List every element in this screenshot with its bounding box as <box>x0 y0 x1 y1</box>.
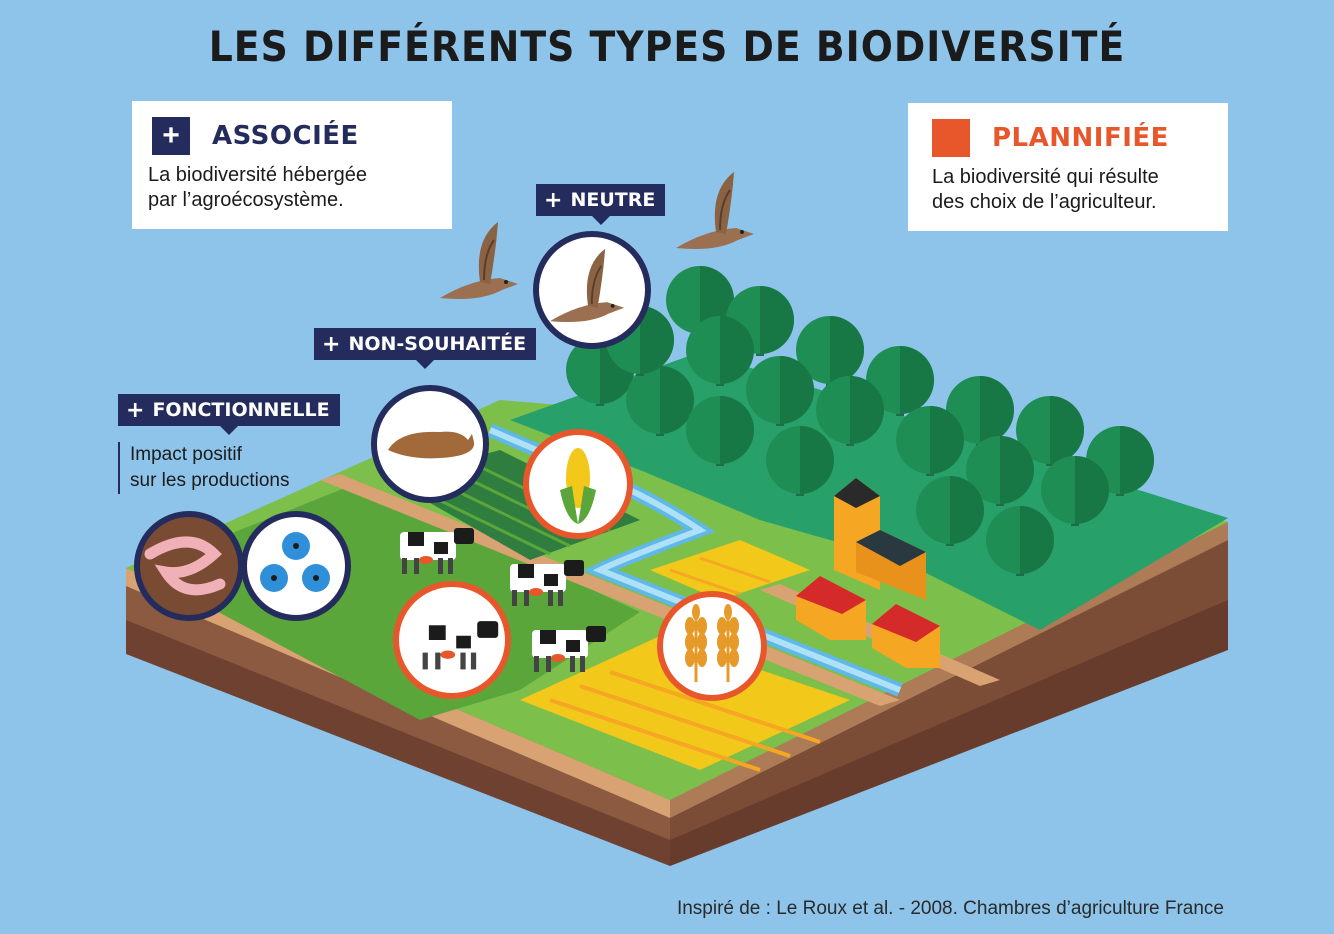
planifiee-description: La biodiversité qui résulte des choix de… <box>932 166 1159 213</box>
church <box>834 478 926 600</box>
planifiee-label: PLANNIFIÉE <box>992 123 1169 153</box>
associee-legend: + ASSOCIÉE La biodiversité hébergée par … <box>132 101 452 229</box>
fonctionnelle-description: Impact positif sur les productions <box>118 442 289 494</box>
earthworm-icon <box>144 536 226 596</box>
planifiee-legend: PLANNIFIÉE La biodiversité qui résulte d… <box>908 103 1228 231</box>
tag-neutre-label: NEUTRE <box>570 189 656 211</box>
corn-icon <box>560 448 596 524</box>
tag-non-souhaitee: + NON-SOUHAITÉE <box>314 328 537 369</box>
source-caption: Inspiré de : Le Roux et al. - 2008. Cham… <box>676 898 1224 919</box>
associee-label: ASSOCIÉE <box>212 121 359 151</box>
plus-icon: + <box>152 117 190 155</box>
planifiee-header: PLANNIFIÉE <box>932 119 1169 157</box>
square-icon <box>932 119 970 157</box>
associee-header: + ASSOCIÉE <box>152 117 359 155</box>
plus-icon: + <box>544 187 563 213</box>
bird-circle <box>533 231 651 349</box>
earthworm-circle <box>134 511 244 621</box>
associee-description: La biodiversité hébergée par l’agroécosy… <box>148 164 368 211</box>
bird-icon <box>675 171 755 250</box>
tag-fonctionnelle: + FONCTIONNELLE <box>118 394 340 435</box>
wheat-field <box>520 540 850 772</box>
houses <box>796 576 940 668</box>
tag-fonctionnelle-label: FONCTIONNELLE <box>152 399 330 421</box>
plus-icon: + <box>126 397 145 423</box>
tag-non-souhaitee-label: NON-SOUHAITÉE <box>348 333 527 355</box>
tag-neutre: + NEUTRE <box>536 184 666 225</box>
wheat-circle <box>657 591 767 701</box>
flower-circle <box>241 511 351 621</box>
corn-circle <box>523 429 633 539</box>
bird-icon <box>439 221 519 300</box>
cow-circle <box>393 581 511 699</box>
plus-icon: + <box>322 331 341 357</box>
page-title: LES DIFFÉRENTS TYPES DE BIODIVERSITÉ <box>208 22 1126 71</box>
slug-icon <box>388 431 475 459</box>
slug-circle <box>371 385 489 503</box>
